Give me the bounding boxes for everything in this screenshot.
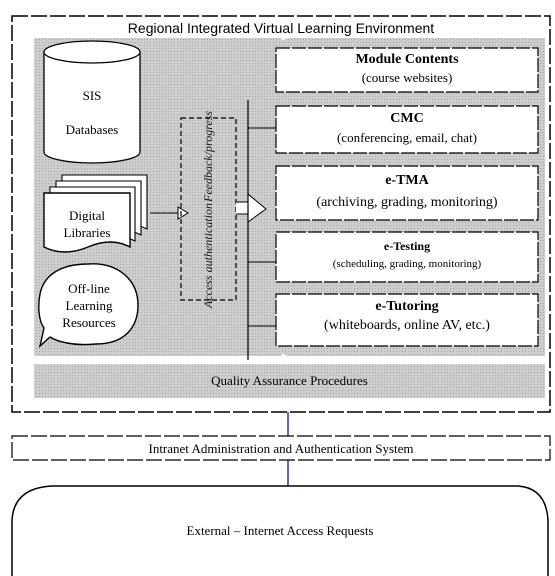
offline-resources-label-line3: Resources — [62, 315, 116, 330]
sis-label: SIS — [82, 88, 102, 103]
sis-database-icon — [43, 40, 141, 164]
service-name: CMC — [390, 111, 424, 126]
access-layer-line1: Access authentication — [201, 202, 216, 308]
service-name: e-TMA — [385, 173, 429, 188]
service-box — [275, 165, 539, 221]
service-detail: (whiteboards, online AV, etc.) — [324, 318, 490, 333]
service-box — [275, 231, 539, 283]
service-box — [275, 105, 539, 154]
offline-resources-label-line2: Learning — [65, 298, 113, 313]
access-layer-label: Access authentication Feedback/progress — [184, 110, 234, 307]
digital-libraries-icon — [43, 174, 148, 253]
service-detail: (archiving, grading, monitoring) — [316, 195, 498, 210]
digital-libraries-label-line2: Libraries — [63, 225, 111, 240]
service-name: e-Testing — [383, 239, 431, 253]
quality-bar — [34, 364, 545, 398]
external-access-label: External – Internet Access Requests — [186, 523, 374, 538]
quality-assurance-label: Quality Assurance Procedures — [211, 373, 368, 388]
access-layer-line2: Feedback/progress — [201, 110, 216, 202]
diagram-title: Regional Integrated Virtual Learning Env… — [127, 20, 435, 36]
intranet-label: Intranet Administration and Authenticati… — [148, 441, 414, 456]
offline-resources-icon — [38, 263, 139, 348]
service-box — [275, 47, 539, 93]
external-access-shape — [11, 485, 549, 576]
service-name: Module Contents — [355, 52, 459, 67]
intranet-box — [11, 435, 551, 461]
service-detail: (course websites) — [361, 70, 453, 85]
digital-libraries-label-line1: Digital — [68, 208, 106, 223]
offline-resources-label-line1: Off-line — [68, 281, 110, 296]
service-detail: (conferencing, email, chat) — [336, 130, 478, 145]
service-box — [275, 293, 539, 347]
databases-label: Databases — [65, 122, 119, 137]
service-detail: (scheduling, grading, monitoring) — [332, 258, 482, 270]
service-name: e-Tutoring — [375, 299, 439, 314]
